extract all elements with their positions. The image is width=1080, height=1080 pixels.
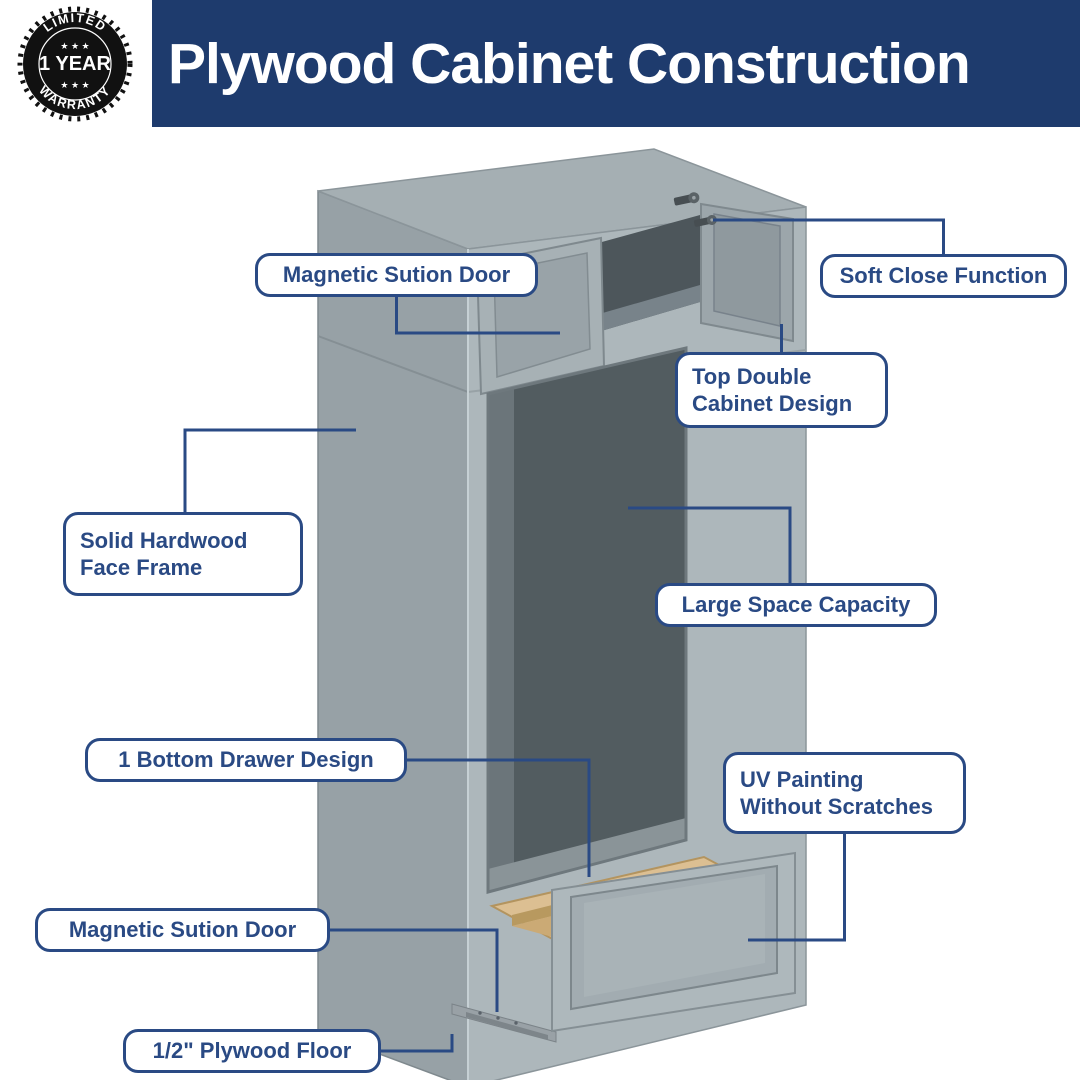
- connector-bottom-drawer-design: [407, 758, 591, 877]
- callout-magnetic-suction-door-top: Magnetic Sution Door: [255, 253, 538, 297]
- callout-label: Large Space Capacity: [681, 592, 911, 618]
- callout-label: 1/2" Plywood Floor: [152, 1038, 352, 1064]
- connector-uv-painting: [748, 834, 846, 942]
- callout-plywood-floor: 1/2" Plywood Floor: [123, 1029, 381, 1073]
- middle-cavity: [486, 346, 688, 894]
- slide-screw-hole: [514, 1021, 518, 1025]
- connector-magnetic-suction-door-top: [395, 297, 560, 335]
- bottom-drawer: [451, 851, 796, 1043]
- slide-screw-hole: [496, 1016, 500, 1020]
- callout-label: Magnetic Sution Door: [68, 917, 297, 943]
- callout-label: Magnetic Sution Door: [282, 262, 511, 288]
- hinge-icon: [693, 214, 717, 227]
- top-right-door: [700, 202, 794, 343]
- cavity-left-wall: [488, 388, 514, 892]
- drawer-slide-rail: [451, 1003, 557, 1043]
- callout-label: Soft Close Function: [839, 263, 1048, 289]
- drawer-front-center: [584, 874, 765, 997]
- drawer-front-panel: [551, 851, 796, 1033]
- badge-stars-bottom: ★ ★ ★: [60, 80, 89, 90]
- callout-soft-close-function: Soft Close Function: [820, 254, 1067, 298]
- cabinet-side-seam: [317, 335, 469, 393]
- callout-top-double-cabinet-design: Top Double Cabinet Design: [675, 352, 888, 428]
- warranty-badge-icon: LIMITED WARRANTY ★ ★ ★ 1 YEAR ★ ★ ★: [17, 6, 133, 122]
- callout-uv-painting-without-scratches: UV Painting Without Scratches: [723, 752, 966, 834]
- connector-soft-close-function: [713, 218, 945, 254]
- badge-disc: [23, 12, 127, 116]
- cavity-floor: [488, 818, 686, 892]
- callout-solid-hardwood-face-frame: Solid Hardwood Face Frame: [63, 512, 303, 596]
- slide-screw-hole: [478, 1011, 482, 1015]
- callout-label: Cabinet Design: [692, 391, 853, 416]
- callout-label: Face Frame: [80, 555, 203, 580]
- warranty-badge: LIMITED WARRANTY ★ ★ ★ 1 YEAR ★ ★ ★: [0, 0, 152, 127]
- page-title: Plywood Cabinet Construction: [168, 31, 971, 96]
- callout-label: Without Scratches: [740, 794, 933, 819]
- slide-inner-rail: [466, 1012, 548, 1040]
- cavity-frame-edge: [486, 346, 688, 894]
- cavity-interior: [488, 348, 686, 892]
- badge-scallop-ring: [17, 6, 133, 122]
- badge-stars-top: ★ ★ ★: [60, 41, 89, 51]
- badge-inner-ring: [38, 27, 112, 101]
- callout-magnetic-suction-door-bottom: Magnetic Sution Door: [35, 908, 330, 952]
- callout-large-space-capacity: Large Space Capacity: [655, 583, 937, 627]
- hinge-icon: [673, 192, 700, 206]
- callout-label: 1 Bottom Drawer Design: [118, 747, 374, 773]
- header-bar: Plywood Cabinet Construction: [152, 0, 1080, 127]
- badge-center-text: 1 YEAR: [39, 53, 111, 75]
- callout-label: UV Painting: [740, 766, 864, 792]
- connector-magnetic-suction-door-bottom: [330, 928, 499, 1012]
- connector-plywood-floor: [381, 1034, 454, 1053]
- callout-bottom-drawer-design: 1 Bottom Drawer Design: [85, 738, 407, 782]
- callout-label: Top Double: [692, 363, 812, 389]
- soft-close-hinge-hardware: [673, 192, 717, 227]
- connector-large-space-capacity: [628, 506, 792, 583]
- connector-solid-hardwood-face-frame: [183, 428, 356, 512]
- callout-label: Solid Hardwood: [80, 527, 248, 553]
